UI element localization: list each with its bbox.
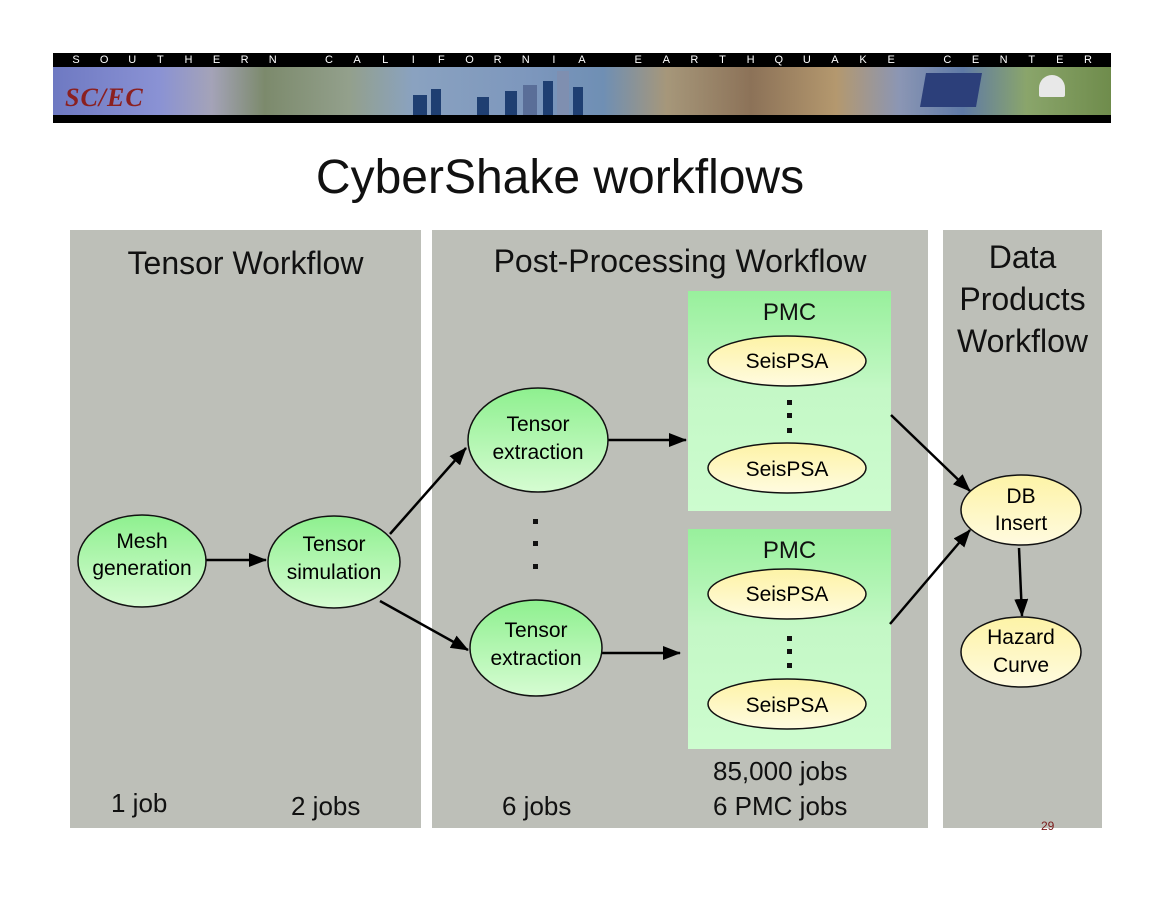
arrow-db-insert-to-hazard-curve: [1014, 547, 1029, 617]
arrow-pmc-top-to-db-insert: [890, 414, 971, 492]
banner-letter: L: [382, 54, 389, 66]
banner-letter: A: [662, 54, 670, 66]
arrow-pmc-bottom-to-db-insert: [889, 529, 971, 625]
node-label: extraction: [490, 647, 581, 670]
banner-letter: U: [128, 54, 137, 66]
banner-letter: E: [212, 54, 221, 66]
pmc-label: PMC: [762, 537, 817, 564]
slide-title: CyberShake workflows: [315, 151, 805, 204]
banner-letter: E: [971, 54, 980, 66]
skyline-building: [557, 71, 569, 115]
job-count-simulation: 2 jobs: [291, 791, 361, 821]
ellipsis-extractions: [533, 519, 538, 569]
node-tensor-simulation: Tensor simulation: [267, 515, 401, 609]
node-tensor-extraction-bottom: Tensor extraction: [469, 599, 603, 697]
skyline-building: [431, 89, 441, 115]
banner-letter: A: [578, 54, 586, 66]
skyline-building: [573, 87, 583, 115]
arrow-simulation-to-extraction-top: [389, 447, 467, 535]
job-count-mesh: 1 job: [111, 788, 168, 818]
banner-letter: C: [943, 54, 952, 66]
banner-letter: Q: [774, 54, 784, 66]
node-seispsa: SeisPSA: [707, 335, 867, 387]
scec-logo: SC/EC: [65, 83, 144, 112]
ellipsis-seispsa: [787, 636, 792, 668]
node-label: Mesh: [116, 530, 167, 553]
node-label: Tensor: [506, 413, 569, 436]
banner-letter: A: [831, 54, 839, 66]
skyline-building: [543, 81, 553, 115]
panel-title-post: Post-Processing Workflow: [493, 243, 867, 279]
panel-title-tensor: Tensor Workflow: [127, 245, 364, 281]
banner-letter: N: [268, 54, 277, 66]
node-seispsa: SeisPSA: [707, 678, 867, 730]
banner-letter: R: [240, 54, 249, 66]
node-label: SeisPSA: [746, 350, 829, 373]
node-label: Insert: [995, 512, 1048, 535]
node-seispsa: SeisPSA: [707, 442, 867, 494]
banner-letter: E: [1056, 54, 1064, 66]
node-label: extraction: [492, 441, 583, 464]
banner-letter: U: [802, 54, 811, 66]
node-label: Tensor: [302, 533, 365, 556]
node-label: simulation: [287, 561, 382, 584]
node-db-insert: DB Insert: [960, 474, 1082, 546]
node-hazard-curve: Hazard Curve: [960, 616, 1082, 688]
banner-letter: E: [887, 54, 895, 66]
skyline-building: [413, 95, 427, 115]
banner-letter: E: [634, 54, 642, 66]
banner-letter: K: [859, 54, 867, 66]
banner-letter: A: [353, 54, 361, 66]
node-seispsa: SeisPSA: [707, 568, 867, 620]
banner-letter: F: [438, 54, 445, 66]
job-count-extraction: 6 jobs: [502, 791, 572, 821]
banner-letter: T: [156, 54, 164, 66]
banner-letter: T: [1028, 54, 1036, 66]
banner-letter: R: [493, 54, 502, 66]
skyline-building: [505, 91, 517, 115]
panel-title-data-products: Data Products Workflow: [943, 236, 1102, 362]
ellipsis-seispsa: [787, 400, 792, 433]
banner-letter: I: [552, 54, 556, 66]
gps-dome: [1039, 75, 1065, 97]
job-count-seispsa: 85,000 jobs: [713, 756, 848, 786]
scec-banner: S O U T H E R N C A L I F O R N I A E A R T H Q U A K E C E N T E R SC…: [53, 53, 1111, 123]
banner-letter: T: [719, 54, 726, 66]
banner-letter: H: [184, 54, 193, 66]
banner-letter: I: [411, 54, 415, 66]
job-count-pmc: 6 PMC jobs: [713, 791, 848, 821]
node-mesh-generation: Mesh generation: [77, 514, 207, 608]
pmc-label: PMC: [762, 299, 817, 326]
node-label: SeisPSA: [746, 458, 829, 481]
node-tensor-extraction-top: Tensor extraction: [467, 387, 609, 493]
banner-letter: N: [521, 54, 530, 66]
node-label: SeisPSA: [746, 583, 829, 606]
node-label: Curve: [993, 654, 1049, 677]
banner-photo-strip: SC/EC: [53, 67, 1111, 115]
node-label: DB: [1006, 485, 1035, 508]
title-line: Data: [988, 239, 1057, 275]
banner-letter: N: [999, 54, 1008, 66]
skyline-building: [477, 97, 489, 115]
title-line: Workflow: [957, 323, 1088, 359]
banner-letter: O: [465, 54, 474, 66]
banner-letter: R: [1083, 54, 1092, 66]
skyline-building: [523, 85, 537, 115]
page-number: 29: [1041, 819, 1055, 833]
title-line: Products: [959, 281, 1086, 317]
banner-letter: S: [72, 54, 80, 66]
node-label: Hazard: [987, 626, 1055, 649]
banner-letter: R: [690, 54, 699, 66]
node-label: Tensor: [504, 619, 567, 642]
banner-letter: O: [99, 54, 109, 66]
arrow-simulation-to-extraction-bottom: [379, 599, 469, 652]
banner-letter: H: [746, 54, 755, 66]
node-label: generation: [92, 557, 191, 580]
node-label: SeisPSA: [746, 694, 829, 717]
banner-letter: C: [325, 54, 333, 66]
